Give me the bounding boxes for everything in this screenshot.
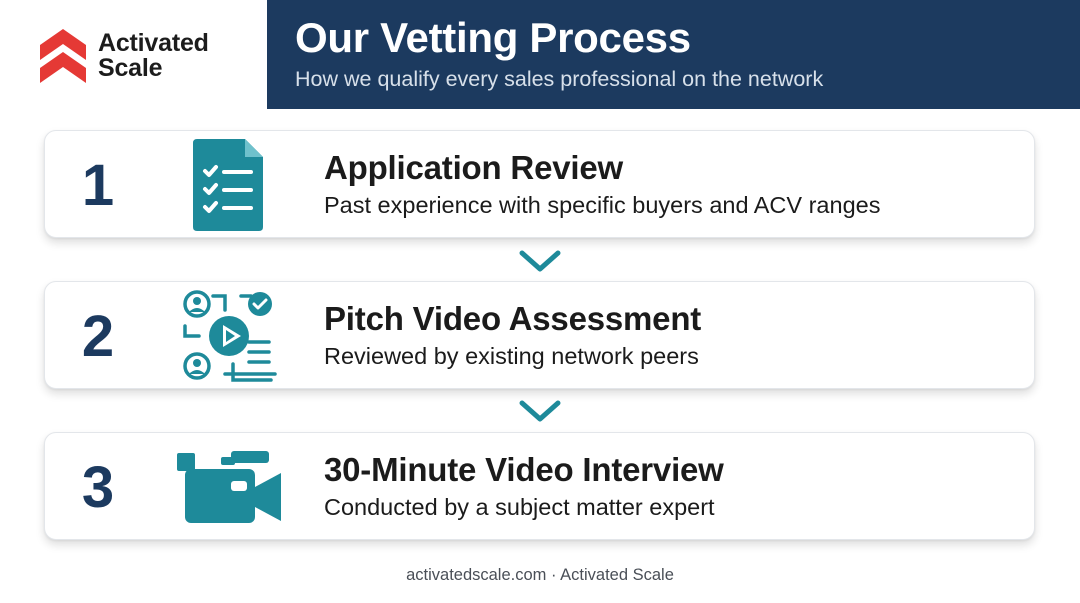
step-description: Past experience with specific buyers and… [324,192,881,218]
step-title: Pitch Video Assessment [324,300,702,337]
checklist-document-icon [173,137,285,233]
step-card-application-review: 1 Application Review Past experience wit… [44,130,1035,238]
brand-name-line2: Scale [98,54,163,82]
header-banner: Our Vetting Process How we qualify every… [267,0,1080,109]
video-camera-icon [173,439,285,535]
step-description: Reviewed by existing network peers [324,343,699,369]
step-title: Application Review [324,149,623,186]
footer-text: activatedscale.com · Activated Scale [406,566,674,584]
page-title: Our Vetting Process [295,14,691,61]
step-number: 1 [81,152,115,218]
step-card-pitch-video-assessment: 2 [44,281,1035,389]
page-subtitle: How we qualify every sales professional … [295,67,824,91]
step-number: 2 [81,303,115,369]
chevron-down-icon [519,400,561,422]
chevron-down-icon [519,250,561,272]
step-title: 30-Minute Video Interview [324,451,724,488]
peer-review-video-icon [173,288,285,384]
step-card-video-interview: 3 30-Minute Video Interview Conducted by… [44,432,1035,540]
double-chevron-logo-icon [40,29,86,83]
step-description: Conducted by a subject matter expert [324,494,715,520]
brand-logo: Activated Scale [40,24,260,88]
step-number: 3 [81,454,115,520]
brand-name: Activated Scale [98,31,209,81]
brand-name-line1: Activated [98,29,209,57]
